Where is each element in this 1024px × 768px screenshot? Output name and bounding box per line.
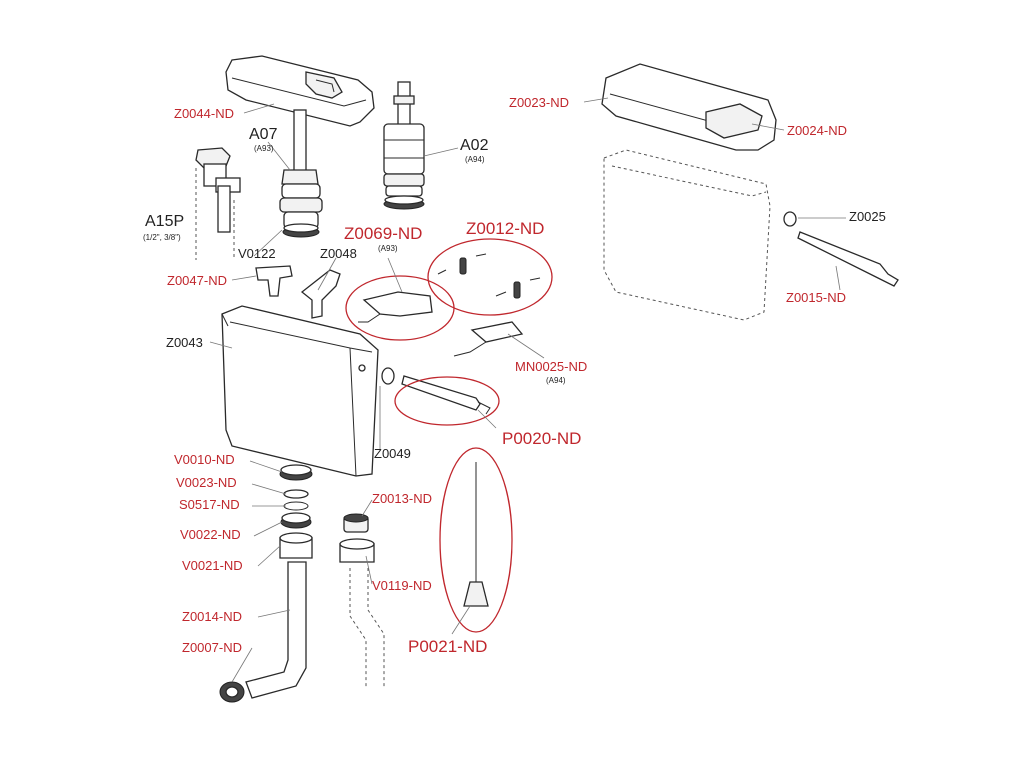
seal-z0013 [343, 513, 369, 533]
label-mn0025: MN0025-ND [515, 359, 588, 374]
leader-lines [209, 97, 846, 683]
label-z0025: Z0025 [849, 209, 886, 224]
screws-z0012 [427, 238, 553, 316]
cistern-z0043 [221, 305, 379, 477]
label-v0023: V0023-ND [176, 475, 237, 490]
label-z0023: Z0023-ND [509, 95, 569, 110]
clip-z0047 [255, 265, 293, 297]
lever-z0069 [345, 275, 455, 341]
label-z0014: Z0014-ND [182, 609, 242, 624]
lid-z0044 [225, 55, 375, 127]
rod-p0020 [394, 375, 500, 426]
label-a02: A02 [460, 137, 489, 154]
label-z0015: Z0015-ND [786, 290, 846, 305]
label-z0047: Z0047-ND [167, 273, 227, 288]
label-z0024: Z0024-ND [787, 123, 847, 138]
lever-z0015 [797, 231, 899, 287]
label-z0007: Z0007-ND [182, 640, 242, 655]
label-a07-sub: (A93) [254, 144, 274, 153]
label-v0021: V0021-ND [182, 558, 243, 573]
washer-z0007 [219, 681, 245, 703]
cistern-right [603, 149, 771, 321]
label-z0044: Z0044-ND [174, 106, 234, 121]
valve-a02 [383, 81, 425, 210]
label-a15p-sub: (1/2", 3/8") [143, 233, 181, 242]
lid-z0023 [601, 63, 777, 151]
label-v0022: V0022-ND [180, 527, 241, 542]
label-a02-sub: (A94) [465, 155, 485, 164]
label-z0069-sub: (A93) [378, 244, 398, 253]
clip-z0048 [300, 269, 341, 319]
label-z0043: Z0043 [166, 335, 203, 350]
label-mn0025-sub: (A94) [546, 376, 566, 385]
label-z0012: Z0012-ND [466, 219, 545, 238]
ring-v0023 [283, 489, 309, 499]
label-p0021: P0021-ND [408, 637, 488, 656]
cap-z0025 [783, 211, 797, 227]
cap-z0049 [381, 367, 395, 385]
label-z0013: Z0013-ND [372, 491, 432, 506]
outlet-pipe [349, 568, 385, 688]
label-p0020: P0020-ND [502, 429, 582, 448]
label-z0049: Z0049 [374, 446, 411, 461]
sleeve-v0119 [339, 538, 375, 563]
valve-a07 [279, 109, 323, 238]
ring-s0517 [283, 501, 309, 511]
lever-mn0025 [453, 321, 524, 357]
seal-v0010 [279, 464, 313, 481]
label-z0048: Z0048 [320, 246, 357, 261]
label-v0010: V0010-ND [174, 452, 235, 467]
flush-pipe-z0014 [245, 561, 307, 699]
label-v0122: V0122 [238, 246, 276, 261]
label-s0517: S0517-ND [179, 497, 240, 512]
chain-p0021 [439, 447, 513, 633]
button-z0024 [705, 103, 763, 139]
label-v0119: V0119-ND [372, 578, 432, 593]
fill-valve-a15p [195, 147, 241, 260]
seal-v0022 [280, 512, 312, 529]
label-a15p: A15P [145, 213, 185, 230]
label-a07: A07 [249, 126, 278, 143]
label-z0069: Z0069-ND [344, 224, 423, 243]
sleeve-v0021 [279, 532, 313, 559]
